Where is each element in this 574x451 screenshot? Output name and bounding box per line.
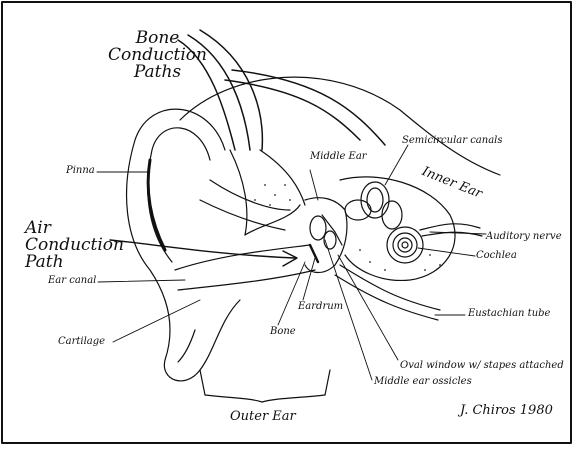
label-cochlea: Cochlea: [476, 251, 517, 261]
label-bone: Bone: [270, 327, 296, 337]
outer-ear-bracket: [205, 395, 325, 402]
label-eardrum: Eardrum: [298, 302, 343, 312]
cochlea-spiral: [387, 227, 423, 263]
outer-ear-bracket-right: [325, 370, 330, 395]
label-auditory-nerve: Auditory nerve: [486, 232, 562, 242]
pinna-shape: [127, 109, 240, 381]
eustachian-tube: [335, 265, 440, 320]
label-middle-ear-ossicles: Middle ear ossicles: [374, 377, 472, 387]
auditory-nerve: [420, 224, 482, 236]
label-cartilage: Cartilage: [58, 337, 105, 347]
label-pinna: Pinna: [66, 166, 95, 176]
air-conduction-heading: Air Conduction Path: [25, 220, 124, 271]
air-conduction-line-3: Path: [25, 254, 124, 271]
label-outer-ear: Outer Ear: [230, 410, 296, 423]
outer-ear-bracket-left: [200, 370, 205, 395]
bone-conduction-paths: [178, 30, 385, 150]
ear-canal: [175, 245, 315, 290]
label-oval-window: Oval window w/ stapes attached: [400, 361, 564, 371]
label-eustachian-tube: Eustachian tube: [468, 309, 550, 319]
artist-signature: J. Chiros 1980: [460, 404, 553, 417]
bone-conduction-line-3: Paths: [108, 64, 207, 81]
label-middle-ear: Middle Ear: [310, 152, 367, 162]
label-ear-canal: Ear canal: [48, 276, 96, 286]
middle-ear-structures: [305, 198, 347, 273]
semicircular-canals: [345, 182, 402, 229]
bone-conduction-heading: Bone Conduction Paths: [108, 30, 207, 81]
temporal-bone: [200, 150, 305, 235]
label-semicircular-canals: Semicircular canals: [402, 136, 502, 146]
